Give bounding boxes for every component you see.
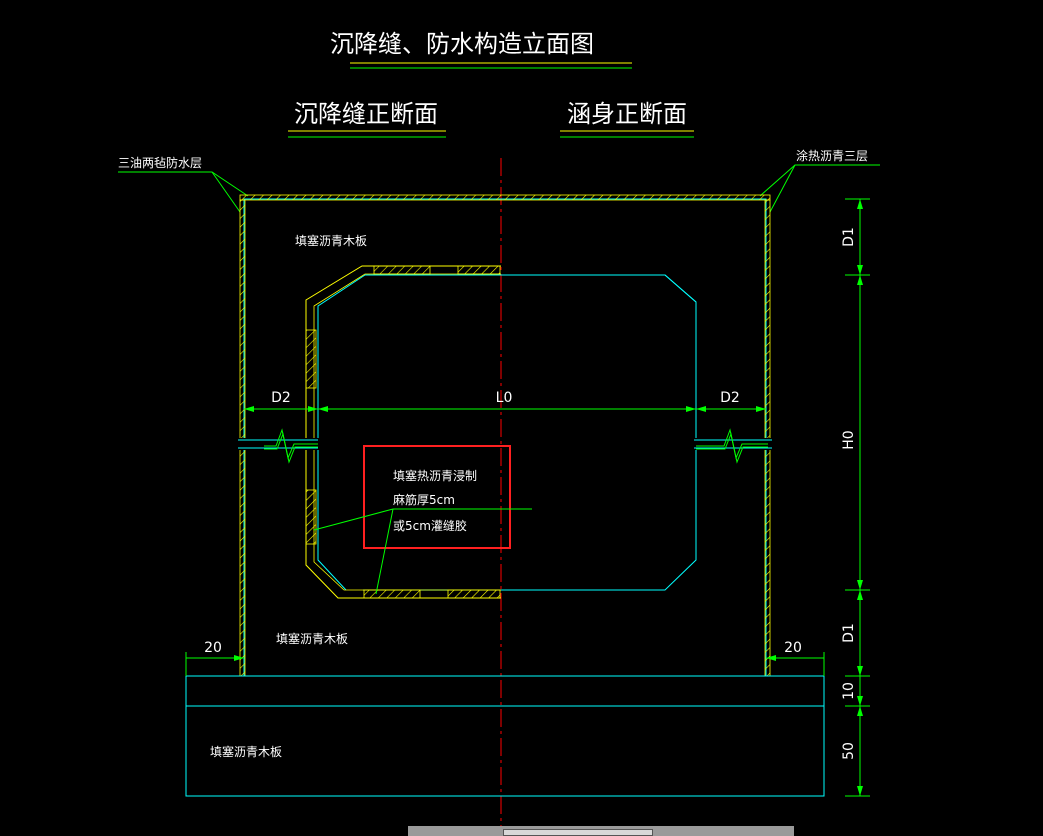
waterproof-top [239, 194, 771, 201]
dim-50: 50 [841, 742, 857, 760]
dim-20-left-arrow [234, 655, 244, 661]
note-line-2: 麻筋厚5cm [393, 492, 455, 507]
dim-h0: H0 [841, 430, 857, 449]
dim-arrow-l3 [318, 406, 328, 412]
fill-label-top: 填塞沥青木板 [295, 233, 367, 248]
waterproof-left-leader [118, 171, 249, 197]
dim-arrow-r1 [686, 406, 696, 412]
fill-label-bottom: 填塞沥青木板 [276, 631, 348, 646]
waterproof-right-label: 涂热沥青三层 [796, 148, 868, 163]
lining-hatch-bot-2 [447, 589, 501, 599]
drawing-title: 沉降缝、防水构造立面图 [330, 30, 594, 58]
dim-arrow-r3 [756, 406, 766, 412]
lining-inner-edge [313, 273, 501, 591]
note-leader-left [313, 508, 394, 531]
culvert-inner-left [317, 274, 366, 591]
dim-v-arrow-1 [857, 199, 863, 209]
culvert-inner-outline [501, 274, 697, 438]
left-heading: 沉降缝正断面 [294, 100, 438, 128]
base-slab-top [185, 675, 825, 707]
lining-hatch-left-1 [305, 329, 317, 389]
scrollbar-thumb[interactable] [503, 829, 653, 836]
dim-v-arrow-6 [857, 666, 863, 676]
dim-20-left: 20 [204, 640, 222, 656]
dim-v-arrow-4 [857, 580, 863, 590]
culvert-inner-right [363, 274, 697, 591]
base-slab-bottom [185, 705, 825, 797]
dim-d2-right: D2 [720, 390, 740, 406]
dim-arrow-l2 [308, 406, 318, 412]
dim-v-arrow-3 [857, 275, 863, 285]
dim-v-arrow-8 [857, 706, 863, 716]
dim-arrow-r2 [696, 406, 706, 412]
waterproof-left-label: 三油两毡防水层 [118, 155, 202, 170]
lining-hatch-bot-1 [363, 589, 421, 599]
note-leader-down [375, 508, 394, 595]
waterproof-right-leader [759, 164, 880, 197]
note-line-3: 或5cm灌缝胶 [393, 518, 467, 533]
dim-20-right: 20 [784, 640, 802, 656]
break-symbol-right-2 [696, 432, 768, 464]
dim-d1-bottom: D1 [841, 623, 857, 643]
dim-v-arrow-7 [857, 696, 863, 706]
dim-v-arrow-5 [857, 590, 863, 600]
break-symbol-left-2 [264, 432, 318, 464]
lining-hatch-top-1 [373, 265, 431, 275]
dim-d2-left: D2 [271, 390, 291, 406]
dim-v-arrow-2 [857, 265, 863, 275]
waterproof-left-leader-2 [211, 171, 241, 213]
dim-arrow-l1 [244, 406, 254, 412]
dim-v-arrow-9 [857, 786, 863, 796]
lining-hatch-top-2 [457, 265, 501, 275]
lining-hatch-left-2 [305, 489, 317, 545]
right-heading: 涵身正断面 [567, 100, 687, 128]
dim-d1-top: D1 [841, 227, 857, 247]
dim-10: 10 [841, 682, 857, 700]
dim-l0: L0 [496, 390, 513, 406]
note-line-1: 填塞热沥青浸制 [393, 468, 477, 483]
highlight-box [363, 445, 511, 549]
waterproof-right-leader-2 [769, 164, 796, 213]
dim-20-right-arrow [766, 655, 776, 661]
fill-label-base: 填塞沥青木板 [210, 744, 282, 759]
body-outline [243, 198, 767, 677]
